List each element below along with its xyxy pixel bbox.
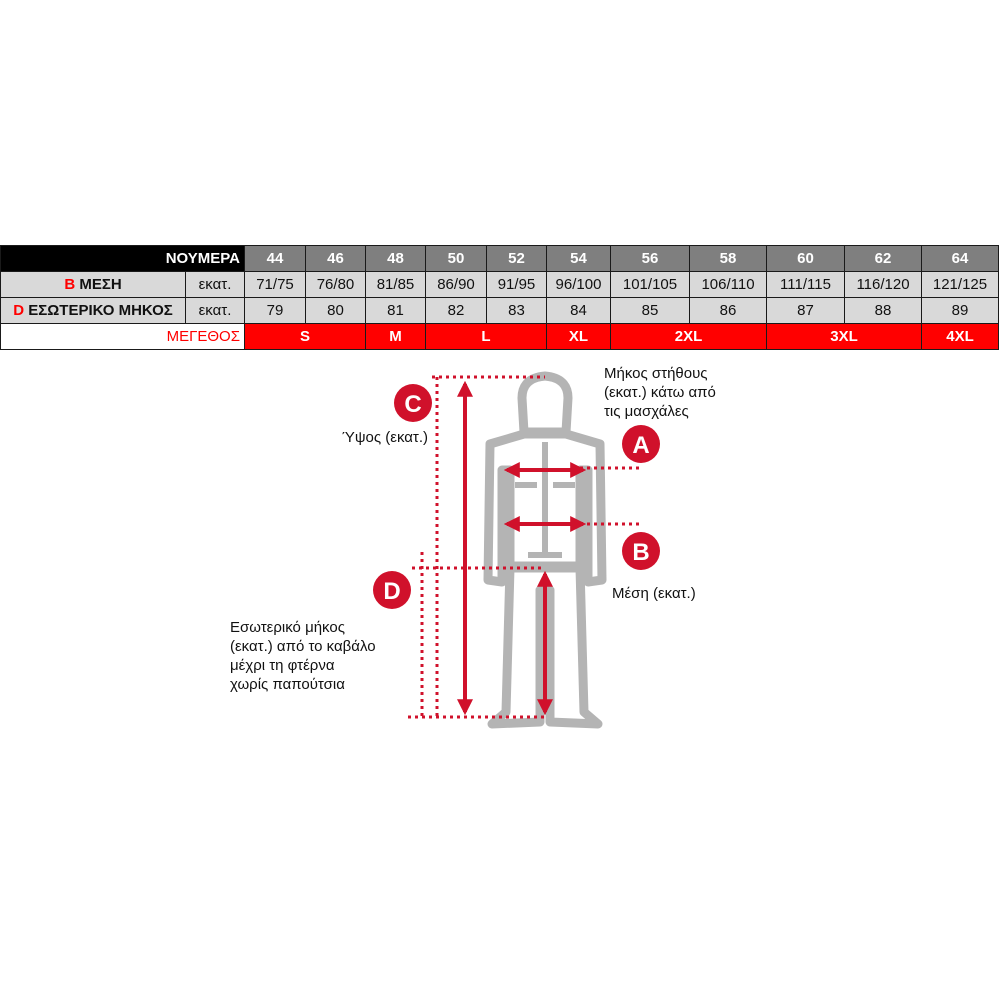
waist-label: ΜΕΣΗ — [79, 276, 122, 293]
size-label-cell: S — [244, 323, 366, 350]
size-number-cell: 60 — [766, 245, 845, 272]
waist-caption: Μέση (εκατ.) — [612, 585, 696, 602]
inseam-caption-line: χωρίς παπούτσια — [230, 676, 345, 693]
badge-a-text: A — [632, 432, 649, 459]
inseam-caption-line: (εκατ.) από το καβάλο — [230, 638, 376, 655]
inseam-caption: Εσωτερικό μήκος (εκατ.) από το καβάλο μέ… — [230, 618, 410, 694]
size-number-cell: 52 — [486, 245, 547, 272]
inseam-value-cell: 88 — [844, 297, 922, 324]
inseam-value-cell: 82 — [425, 297, 487, 324]
inseam-caption-line: μέχρι τη φτέρνα — [230, 657, 335, 674]
waist-value-cell: 106/110 — [689, 271, 767, 298]
inseam-caption-line: Εσωτερικό μήκος — [230, 619, 345, 636]
inseam-value-cell: 79 — [244, 297, 306, 324]
badge-b-icon: B — [622, 532, 660, 570]
badge-c-text: C — [404, 391, 421, 418]
inseam-label: ΕΣΩΤΕΡΙΚΟ ΜΗΚΟΣ — [28, 302, 173, 319]
size-number-cell: 56 — [610, 245, 690, 272]
waist-letter: B — [64, 276, 76, 293]
header-row: ΝΟΥΜΕΡΑ 44 46 48 50 52 54 56 58 60 62 64 — [0, 245, 999, 272]
waist-value-cell: 101/105 — [610, 271, 690, 298]
size-number-cell: 58 — [689, 245, 767, 272]
size-label-cell: XL — [546, 323, 611, 350]
suit-details — [515, 442, 575, 558]
size-label-cell: 4XL — [921, 323, 999, 350]
badge-d-icon: D — [373, 571, 411, 609]
waist-value-cell: 86/90 — [425, 271, 487, 298]
guide-lines — [408, 375, 640, 719]
header-label: ΝΟΥΜΕΡΑ — [0, 245, 245, 272]
inseam-letter: D — [13, 302, 25, 319]
waist-value-cell: 91/95 — [486, 271, 547, 298]
waist-value-cell: 71/75 — [244, 271, 306, 298]
badge-b-text: B — [632, 539, 649, 566]
size-chart-table: ΝΟΥΜΕΡΑ 44 46 48 50 52 54 56 58 60 62 64… — [0, 245, 999, 350]
size-label-cell: M — [365, 323, 426, 350]
waist-value-cell: 111/115 — [766, 271, 845, 298]
size-number-cell: 54 — [546, 245, 611, 272]
waist-value-cell: 116/120 — [844, 271, 922, 298]
inseam-value-cell: 81 — [365, 297, 426, 324]
chest-caption-line: (εκατ.) κάτω από — [604, 384, 716, 401]
waist-value-cell: 96/100 — [546, 271, 611, 298]
size-row: ΜΕΓΕΘΟΣ S M L XL 2XL 3XL 4XL — [0, 323, 999, 350]
measure-arrow-icon — [457, 380, 587, 716]
size-label-cell: 2XL — [610, 323, 767, 350]
inseam-value-cell: 83 — [486, 297, 547, 324]
size-row-label: ΜΕΓΕΘΟΣ — [0, 323, 245, 350]
chest-caption: Μήκος στήθους (εκατ.) κάτω από τις μασχά… — [604, 364, 764, 421]
size-number-cell: 62 — [844, 245, 922, 272]
size-number-cell: 50 — [425, 245, 487, 272]
inseam-value-cell: 85 — [610, 297, 690, 324]
waist-value-cell: 76/80 — [305, 271, 366, 298]
badge-c-icon: C — [394, 384, 432, 422]
size-label-cell: L — [425, 323, 547, 350]
badge-d-text: D — [383, 578, 400, 605]
inseam-value-cell: 87 — [766, 297, 845, 324]
chest-caption-line: Μήκος στήθους — [604, 365, 708, 382]
inseam-row-label: D ΕΣΩΤΕΡΙΚΟ ΜΗΚΟΣ — [0, 297, 186, 324]
inseam-unit: εκατ. — [185, 297, 245, 324]
height-caption: Ύψος (εκατ.) — [342, 429, 429, 446]
waist-value-cell: 121/125 — [921, 271, 999, 298]
waist-unit: εκατ. — [185, 271, 245, 298]
chest-caption-line: τις μασχάλες — [604, 403, 689, 420]
waist-row: B ΜΕΣΗ εκατ. 71/75 76/80 81/85 86/90 91/… — [0, 271, 999, 298]
inseam-value-cell: 84 — [546, 297, 611, 324]
size-label-cell: 3XL — [766, 323, 922, 350]
badge-a-icon: A — [622, 425, 660, 463]
